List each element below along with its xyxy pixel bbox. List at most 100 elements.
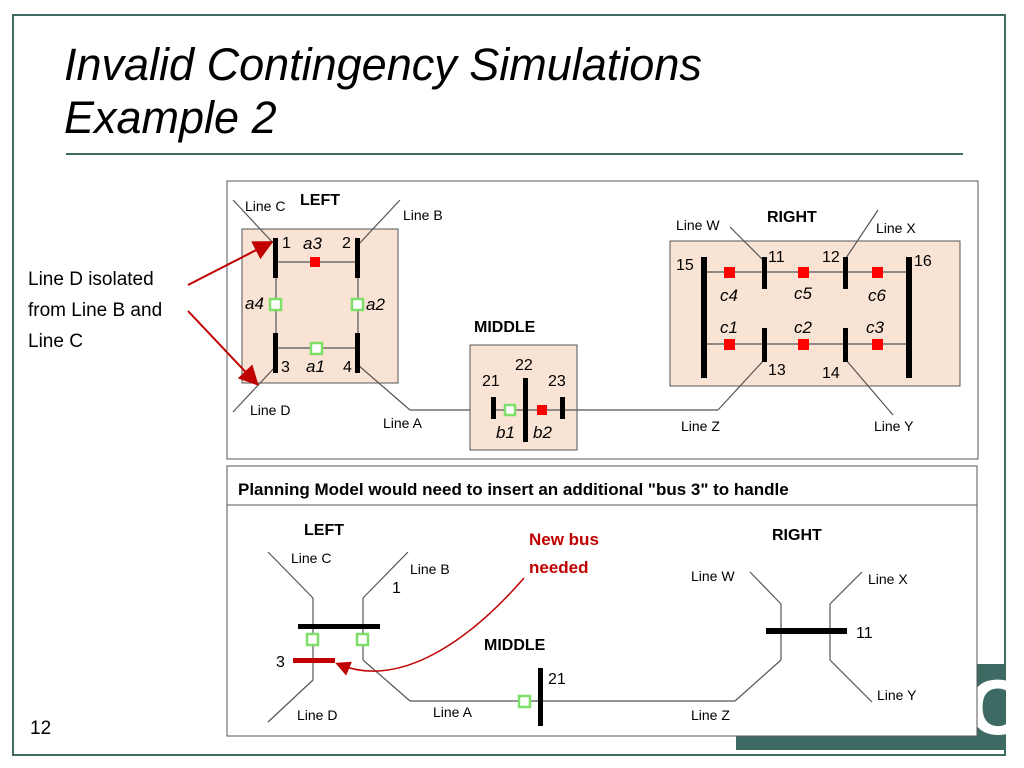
bottom-diagram-frame — [226, 465, 978, 737]
breaker-a4-label: a4 — [245, 294, 264, 313]
breaker-a3 — [310, 257, 320, 267]
bottom-line-w-label: Line W — [691, 568, 735, 584]
bus-15 — [701, 257, 707, 378]
breaker-b1 — [503, 403, 517, 417]
bus-16 — [906, 257, 912, 378]
left-line-c-label: Line C — [245, 198, 285, 214]
breaker-b1-label: b1 — [496, 423, 515, 442]
breaker-a1-label: a1 — [306, 357, 325, 376]
slide-title-line-2: Example 2 — [64, 92, 277, 143]
bottom-line-z-wire — [734, 659, 782, 702]
line-y-label: Line Y — [874, 418, 914, 434]
breaker-a1 — [309, 341, 324, 356]
bottom-line-d-wire — [267, 679, 314, 723]
new-bus-callout-line-1: New bus — [529, 530, 599, 549]
bottom-bus-1-label: 1 — [392, 580, 401, 597]
new-bus-callout-line-2: needed — [529, 558, 589, 577]
bottom-bus-11 — [766, 628, 847, 634]
bottom-line-x-wire — [829, 571, 863, 605]
bottom-bus-21 — [538, 668, 543, 726]
bus-16-label: 16 — [914, 253, 932, 270]
title-underline — [66, 153, 963, 155]
bus-22 — [523, 378, 528, 442]
bottom-line-b-label: Line B — [410, 561, 450, 577]
bottom-line-d-label: Line D — [297, 707, 337, 723]
bottom-line-b-wire — [362, 551, 409, 599]
breaker-a2-label: a2 — [366, 295, 385, 314]
line-b-wire — [357, 199, 401, 246]
side-note-line-2: from Line B and — [28, 300, 163, 321]
bus-4 — [355, 333, 360, 373]
bottom-breaker-middle — [517, 694, 532, 709]
line-a-label: Line A — [383, 415, 423, 431]
bus-12 — [843, 257, 848, 289]
bus-23 — [560, 397, 565, 419]
bottom-heading: Planning Model would need to insert an a… — [238, 480, 789, 499]
line-z-wire-right — [717, 359, 765, 411]
line-c-wire — [232, 199, 277, 247]
breaker-c2-label: c2 — [794, 318, 813, 337]
bus-14-label: 14 — [822, 365, 840, 382]
line-w-wire — [729, 226, 766, 263]
bottom-bus-1 — [298, 624, 380, 629]
breaker-c5-label: c5 — [794, 284, 813, 303]
breaker-c2 — [798, 339, 809, 350]
bus-3 — [273, 333, 278, 373]
bus-13 — [762, 328, 767, 362]
line-w-label: Line W — [676, 217, 720, 233]
bus-3-label: 3 — [281, 359, 290, 376]
bottom-line-z-label: Line Z — [691, 707, 730, 723]
right-title: RIGHT — [767, 209, 817, 226]
breaker-a2 — [350, 297, 365, 312]
breaker-c4 — [724, 267, 735, 278]
bottom-line-y-wire — [829, 659, 873, 703]
bus-11-label: 11 — [768, 249, 785, 266]
side-note-line-3: Line C — [28, 331, 83, 352]
bus-15-label: 15 — [676, 257, 694, 274]
bus-1-label: 1 — [282, 235, 291, 252]
bus-14 — [843, 328, 848, 362]
arrow-to-line-c — [187, 241, 274, 286]
bottom-bus-11-label: 11 — [856, 625, 873, 642]
line-z-label: Line Z — [681, 418, 720, 434]
bottom-breaker-left — [305, 632, 320, 647]
side-note: Line D isolated from Line B and Line C — [28, 264, 203, 357]
breaker-c6 — [872, 267, 883, 278]
breaker-c5 — [798, 267, 809, 278]
bus-12-label: 12 — [822, 249, 840, 266]
breaker-c4-label: c4 — [720, 286, 738, 305]
bottom-line-y-label: Line Y — [877, 687, 917, 703]
breaker-c3 — [872, 339, 883, 350]
breaker-b2 — [537, 405, 547, 415]
line-a-wire-left — [357, 364, 411, 411]
slide-frame — [12, 14, 1006, 756]
slide-title: Invalid Contingency Simulations Example … — [64, 38, 964, 144]
breaker-a3-label: a3 — [303, 234, 322, 253]
bus-13-label: 13 — [768, 362, 786, 379]
line-d-wire — [232, 365, 277, 413]
bus-23-label: 23 — [548, 373, 566, 390]
breaker-c1-label: c1 — [720, 318, 738, 337]
left-title: LEFT — [300, 192, 340, 209]
side-note-line-1: Line D isolated — [28, 269, 154, 290]
bus-2 — [355, 238, 360, 278]
bottom-bus-3-label: 3 — [276, 654, 285, 671]
left-line-d-label: Line D — [250, 402, 290, 418]
bus-4-label: 4 — [343, 359, 352, 376]
bottom-breaker-right — [355, 632, 370, 647]
middle-title: MIDDLE — [474, 319, 536, 336]
bottom-line-c-wire — [267, 551, 314, 599]
bottom-bus-21-label: 21 — [548, 671, 566, 688]
bus-22-label: 22 — [515, 357, 533, 374]
bottom-line-c-label: Line C — [291, 550, 331, 566]
bottom-middle-title: MIDDLE — [484, 637, 546, 654]
bus-21 — [491, 397, 496, 419]
arrow-to-line-d — [187, 310, 259, 386]
bottom-line-w-wire — [749, 571, 782, 605]
page-number: 12 — [30, 718, 52, 739]
breaker-b2-label: b2 — [533, 423, 552, 442]
new-bus-arrow — [335, 577, 525, 676]
breaker-c1 — [724, 339, 735, 350]
bus-2-label: 2 — [342, 235, 351, 252]
